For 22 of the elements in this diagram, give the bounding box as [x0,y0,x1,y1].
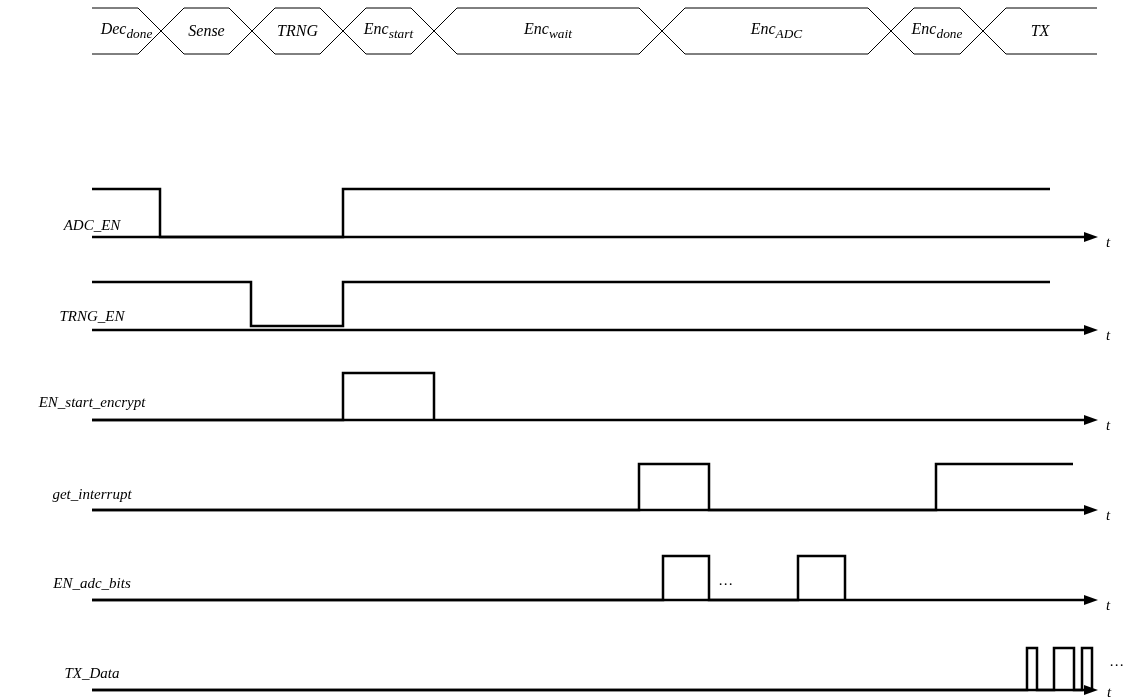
bus-state-segment: Enc$_{done}$ [891,8,983,54]
axis-label: t [1105,507,1111,523]
axis-label: t [1105,234,1111,250]
bus-state-segment: TRNG [252,8,343,54]
bus-state-segment: Sense [161,8,252,54]
signal-name: EN_adc_bits [53,575,131,591]
bus-state-segment: Dec$_{done}$ [92,8,161,54]
signal-name: TRNG_EN [59,308,125,324]
signal-name: ADC_EN [63,217,121,233]
axis-label: t [1106,684,1112,700]
bus-state-segment: Enc$_{ADC}$ [662,8,891,54]
axis-label: t [1105,327,1111,343]
axis-label: t [1105,597,1111,613]
signal-name: EN_start_encrypt [38,394,146,410]
signal-name: get_interrupt [52,486,132,502]
ellipsis: … [719,572,733,588]
bus-state-segment: Enc$_{wait}$ [434,8,662,54]
axis-label: t [1105,417,1111,433]
ellipsis: … [1110,653,1124,669]
bus-state-segment: TX [983,8,1097,54]
signal-name: TX_Data [64,665,120,681]
bus-state-segment: Enc$_{start}$ [343,8,434,54]
